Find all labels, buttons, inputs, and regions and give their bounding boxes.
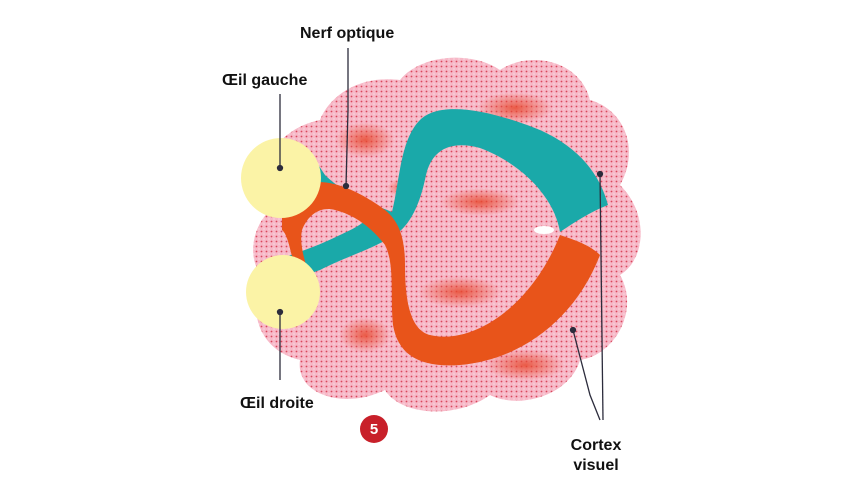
right-eye-leader-dot — [276, 308, 284, 316]
optic-nerve-leader-dot — [342, 182, 350, 190]
right-visual-pathway — [282, 182, 600, 366]
cortex-leader-lower — [572, 329, 601, 421]
cortex-leader-lower-dot — [569, 326, 577, 334]
right-eye-label: Œil droite — [240, 395, 314, 412]
visual-cortex-label-line2: visuel — [573, 457, 619, 474]
left-eye-leader-dot — [276, 164, 284, 172]
cortex-leader-upper-dot — [596, 170, 604, 178]
left-visual-pathway — [282, 109, 608, 285]
cortex-leader-upper — [599, 173, 604, 421]
optic-nerve-leader — [345, 48, 349, 187]
left-eye — [241, 138, 321, 218]
left-eye-label: Œil gauche — [222, 72, 308, 89]
visual-cortex-label: Cortex visuel — [556, 436, 636, 476]
leader-lines — [276, 48, 604, 421]
cortex-gap — [534, 226, 554, 234]
right-eye — [246, 255, 320, 329]
optic-nerve-label: Nerf optique — [300, 25, 395, 42]
step-number-badge: 5 — [360, 415, 388, 443]
visual-cortex-label-line1: Cortex — [570, 437, 622, 454]
